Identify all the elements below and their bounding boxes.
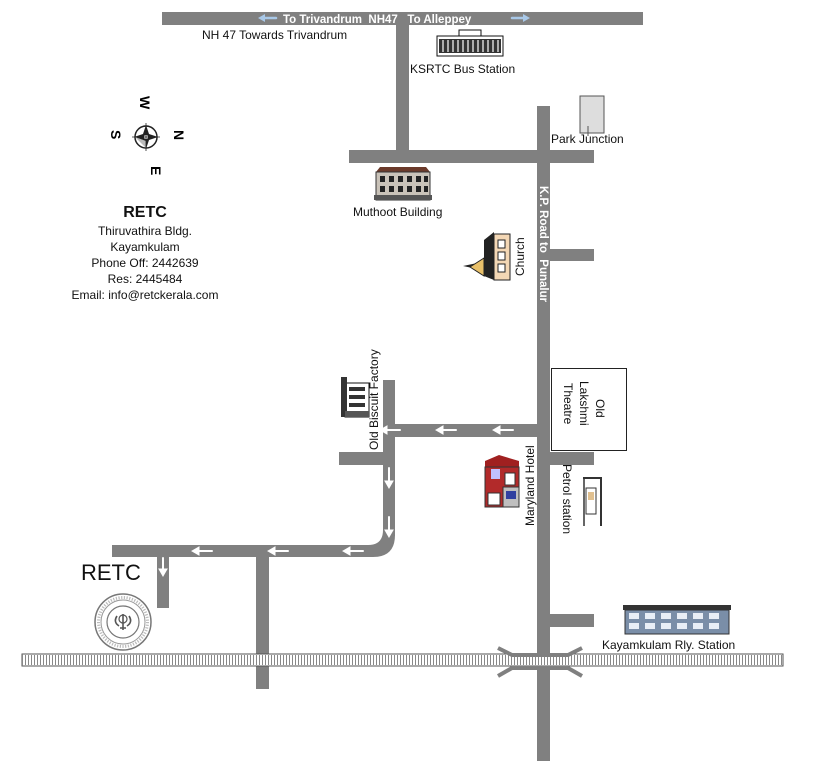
nh47-towards-label: NH 47 Towards Trivandrum (202, 28, 347, 42)
destination-label: RETC (81, 560, 141, 585)
biscuit-vertical-road (383, 380, 395, 536)
railway-bridge (497, 646, 583, 678)
phone-residence: Res: 2445484 (107, 272, 183, 286)
logo-seal-icon (94, 593, 152, 651)
roads (112, 12, 643, 761)
hotel-icon (484, 455, 520, 508)
park-junction-road (349, 150, 594, 163)
kp-road-label: K.P. Road to Punalur (537, 186, 549, 303)
nh47-label: To Trivandrum NH47 To Alleppey (283, 14, 472, 26)
compass-west: W (137, 96, 153, 110)
arrow-left-icon (266, 546, 289, 556)
railway-side-road (550, 614, 594, 627)
church-icon (463, 232, 511, 281)
muthoot-label: Muthoot Building (353, 205, 442, 219)
petrol-pump-icon (583, 477, 602, 526)
arrow-left-icon (491, 425, 514, 435)
direction-arrows (158, 14, 530, 578)
petrol-side-road (550, 452, 594, 465)
biscuit-road (395, 424, 537, 437)
petrol-label: Petrol station (560, 464, 574, 534)
ksrtc-label: KSRTC Bus Station (410, 62, 515, 76)
building-icon (579, 95, 605, 136)
maryland-label: Maryland Hotel (523, 445, 537, 526)
theatre-line3: Theatre (561, 383, 575, 425)
railway-label: Kayamkulam Rly. Station (602, 638, 735, 652)
org-name: RETC (123, 204, 167, 221)
church-label: Church (513, 237, 527, 276)
arrow-left-icon (190, 546, 213, 556)
railway-line (21, 646, 784, 678)
church-side-road (550, 249, 594, 261)
old-biscuit-label: Old Biscuit Factory (367, 349, 381, 450)
arrow-down-icon (158, 557, 168, 578)
theatre-line1: Old (593, 399, 607, 418)
email[interactable]: Email: info@retckerala.com (71, 288, 219, 302)
address-line1: Thiruvathira Bldg. (97, 224, 193, 238)
arrow-down-icon (384, 467, 394, 490)
building-icon (341, 377, 370, 418)
building-icon (374, 167, 432, 201)
arrow-left-icon (378, 425, 401, 435)
nh47-road (162, 12, 643, 25)
train-icon (623, 605, 731, 635)
arrow-left-icon (434, 425, 457, 435)
arrow-down-icon (384, 516, 394, 539)
building-icon (436, 29, 504, 57)
nh47-link-road (396, 25, 409, 152)
compass-icon (132, 123, 160, 151)
retc-contact-info: RETC Thiruvathira Bldg. Kayamkulam Phone… (50, 205, 240, 303)
kp-road (537, 106, 550, 761)
compass-south: S (108, 130, 124, 139)
compass-east: E (148, 166, 164, 175)
arrow-right-icon (510, 14, 530, 22)
arrow-left-icon (341, 546, 364, 556)
old-lakshmi-theatre: Old Lakshmi Theatre (551, 368, 627, 451)
theatre-line2: Lakshmi (577, 381, 591, 426)
compass-north: N (171, 130, 187, 140)
arrow-left-icon (258, 14, 278, 22)
address-line2: Kayamkulam (110, 240, 180, 254)
phone-office: Phone Off: 2442639 (91, 256, 199, 270)
south-lane-road (256, 557, 269, 689)
park-junction-label: Park Junction (551, 132, 624, 146)
biscuit-side-road (339, 452, 383, 465)
main-lane-road (112, 530, 395, 557)
